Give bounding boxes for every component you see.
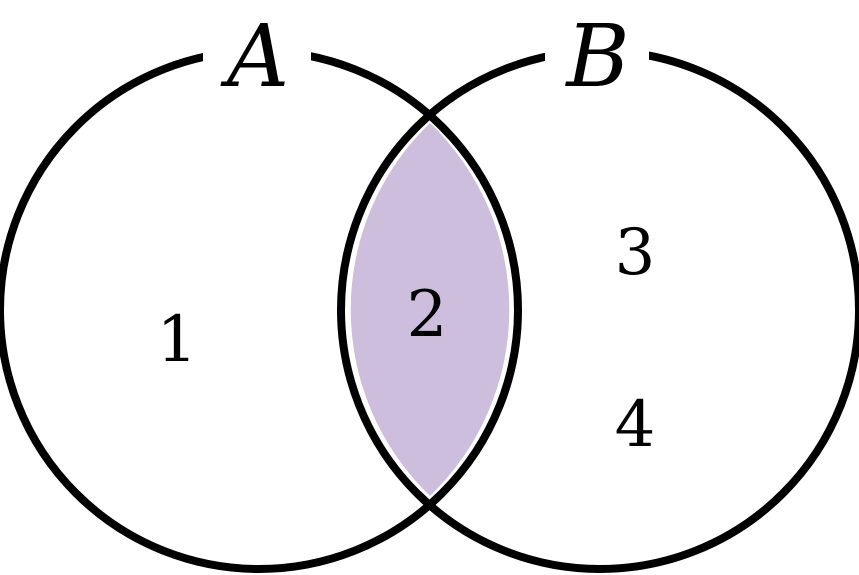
intersection-region <box>350 123 510 496</box>
element-only-b-2: 4 <box>615 388 656 462</box>
element-only-a: 1 <box>157 303 198 377</box>
set-b-label: B <box>564 7 629 107</box>
set-a-label: A <box>220 7 289 107</box>
set-b-label-gap <box>545 25 649 113</box>
element-only-b-1: 3 <box>615 216 656 290</box>
element-intersection: 2 <box>407 278 448 352</box>
set-a-label-gap <box>203 25 311 113</box>
